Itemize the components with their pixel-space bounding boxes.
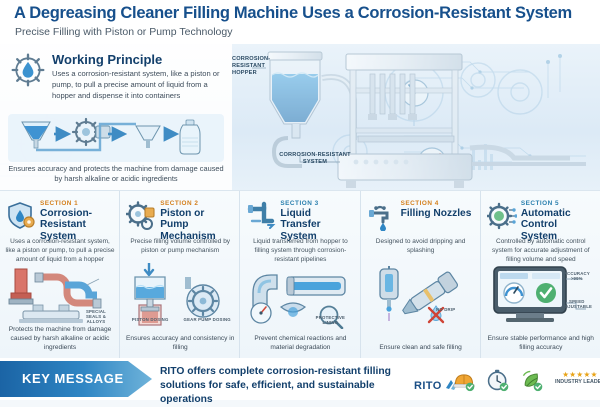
- pipe-junction-icon: [248, 201, 276, 229]
- gear-circuit-icon: [486, 202, 517, 230]
- working-principle-panel: Working Principle Uses a corrosion-resis…: [0, 44, 232, 190]
- section-1-title: Corrosion-Resistant System: [40, 208, 93, 242]
- section-card-1[interactable]: SECTION 1 Corrosion-Resistant System Use…: [0, 191, 119, 359]
- key-message-badge-label: KEY MESSAGE: [22, 371, 124, 386]
- page-subtitle: Precise Filling with Piston or Pump Tech…: [15, 26, 233, 38]
- brand-name: RITO: [414, 380, 442, 392]
- section-2-desc: Precise filling volume controlled by pis…: [130, 238, 231, 255]
- star-rating: ★★★★★: [562, 370, 598, 379]
- gear-droplet-icon: [11, 53, 45, 87]
- credential-badges: ★★★★★ INDUSTRY LEADER: [452, 366, 600, 398]
- section-3-mini-label-0: PROTECTIVE LINING: [315, 315, 346, 326]
- section-card-2[interactable]: SECTION 2 Piston or Pump Mechanism Preci…: [119, 191, 239, 359]
- pipeline-lining-icon: [250, 274, 347, 330]
- section-2-mini-label-0: PISTON DOSING: [131, 317, 169, 322]
- shield-gear-icon: [8, 202, 35, 229]
- section-4-title: Filling Nozzles: [400, 208, 472, 219]
- key-message-badge: KEY MESSAGE: [0, 361, 152, 397]
- section-2-title: Piston or Pump Mechanism: [160, 208, 216, 242]
- hmi-control-panel-icon: [493, 266, 586, 322]
- working-principle-footer: Ensures accuracy and protects the machin…: [8, 164, 224, 183]
- section-1-artwork: [5, 263, 115, 329]
- section-card-3[interactable]: SECTION 3 Liquid Transfer System Liquid …: [239, 191, 359, 359]
- key-message-bar: KEY MESSAGE RITO offers complete corrosi…: [0, 358, 600, 405]
- section-card-4[interactable]: SECTION 4 Filling Nozzles Designed to av…: [359, 191, 480, 359]
- section-4-footer: Ensure clean and safe filling: [379, 344, 462, 352]
- section-2-mini-label-1: GEAR PUMP DOSING: [183, 317, 231, 322]
- page-title: A Degreasing Cleaner Filling Machine Use…: [14, 4, 572, 22]
- brand-logo: RITO: [414, 380, 442, 392]
- industry-leader-label: INDUSTRY LEADER: [554, 379, 600, 385]
- section-1-tag: SECTION 1: [40, 200, 79, 207]
- section-1-footer: Protects the machine from damage caused …: [8, 326, 112, 352]
- corroded-vs-resistant-pipe-icon: [8, 268, 102, 323]
- section-2-tag: SECTION 2: [160, 200, 199, 207]
- section-5-artwork: [486, 263, 596, 329]
- section-4-mini-label-0: NO DRIP: [435, 307, 456, 312]
- key-message-text: RITO offers complete corrosion-resistant…: [160, 366, 391, 405]
- header-bar: A Degreasing Cleaner Filling Machine Use…: [0, 0, 600, 46]
- working-principle-heading: Working Principle: [52, 52, 163, 67]
- section-card-5[interactable]: SECTION 5 Automatic Control System Contr…: [479, 191, 600, 359]
- section-3-title: Liquid Transfer System: [280, 208, 321, 242]
- section-5-mini-label-1: SPEED ADJUSTABLE: [561, 299, 593, 310]
- faucet-drop-icon: [368, 205, 389, 231]
- piston-and-gearpump-icon: [134, 261, 220, 326]
- section-4-desc: Designed to avoid dripping and splashing: [375, 238, 466, 255]
- section-5-desc: Controlled by automatic control system f…: [492, 238, 590, 264]
- section-1-desc: Uses a corrosion-resistant system, like …: [5, 238, 115, 264]
- section-3-desc: Liquid transferred from hopper to fillin…: [253, 238, 348, 264]
- hero-label-hopper: CORROSION-RESISTANT HOPPER: [232, 56, 271, 76]
- section-3-footer: Prevent chemical reactions and material …: [254, 335, 347, 352]
- nozzle-nodrip-icon: [378, 266, 458, 324]
- section-3-tag: SECTION 3: [280, 200, 319, 207]
- flow-diagram-icon: [21, 117, 201, 155]
- safety-helmet-icon: [453, 374, 475, 392]
- section-4-tag: SECTION 4: [400, 200, 439, 207]
- section-4-artwork: [366, 263, 476, 329]
- section-2-footer: Ensures accuracy and consistency in fill…: [125, 335, 235, 352]
- stopwatch-icon: [487, 369, 509, 392]
- eco-leaf-icon: [522, 370, 543, 392]
- section-5-title: Automatic Control System: [520, 208, 571, 242]
- section-5-tag: SECTION 5: [520, 200, 560, 207]
- working-principle-body: Uses a corrosion-resistant system, like …: [52, 69, 220, 100]
- section-3-artwork: [245, 263, 355, 330]
- section-2-artwork: [125, 261, 235, 329]
- section-5-footer: Ensure stable performance and high filli…: [487, 335, 594, 352]
- working-principle-flow-diagram: [8, 114, 224, 162]
- hero-label-system: CORROSION-RESISTANT SYSTEM: [279, 152, 351, 165]
- sections-strip: SECTION 1 Corrosion-Resistant System Use…: [0, 190, 600, 360]
- section-5-mini-label-0: ACCURACY >99%: [563, 271, 590, 282]
- section-1-mini-label-0: SPECIAL SEALS & ALLOYS: [85, 309, 107, 325]
- gear-pump-icon: [126, 201, 155, 230]
